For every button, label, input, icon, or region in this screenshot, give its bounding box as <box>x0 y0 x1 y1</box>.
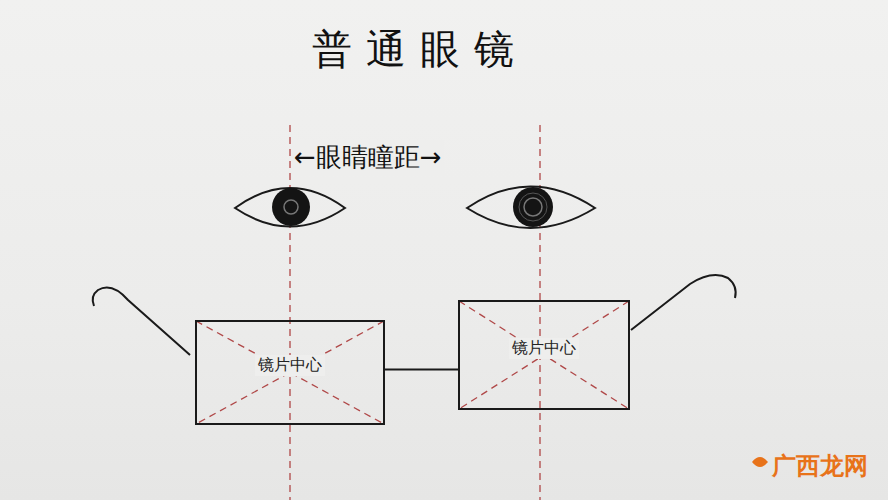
lens-box: 镜片中心 <box>458 300 630 410</box>
bridge <box>385 369 458 371</box>
eye-outline <box>235 188 345 227</box>
distance-label: ←眼睛瞳距→ <box>292 140 444 175</box>
pupil-highlight <box>524 198 542 216</box>
eye-outline <box>467 187 595 229</box>
pupil <box>272 188 310 226</box>
lens-center-label: 镜片中心 <box>509 338 579 359</box>
diagram-title: 普通眼镜 <box>0 22 840 77</box>
lens-diagonal <box>196 321 384 424</box>
pupil-highlight <box>519 193 547 221</box>
lens-diagonal <box>459 301 629 409</box>
pupil-highlight <box>284 200 298 214</box>
watermark-logo <box>752 457 768 467</box>
lens-box: 镜片中心 <box>195 320 385 425</box>
temple-arm <box>93 288 190 355</box>
lens-center-label: 镜片中心 <box>255 355 325 376</box>
lens-diagonal <box>196 321 384 424</box>
pupil-axis <box>539 125 540 500</box>
pupil <box>513 187 553 227</box>
lens-diagonal <box>459 301 629 409</box>
pupil-axis <box>289 125 290 500</box>
temple-arm <box>631 275 736 330</box>
watermark: 广西龙网 <box>772 450 868 482</box>
